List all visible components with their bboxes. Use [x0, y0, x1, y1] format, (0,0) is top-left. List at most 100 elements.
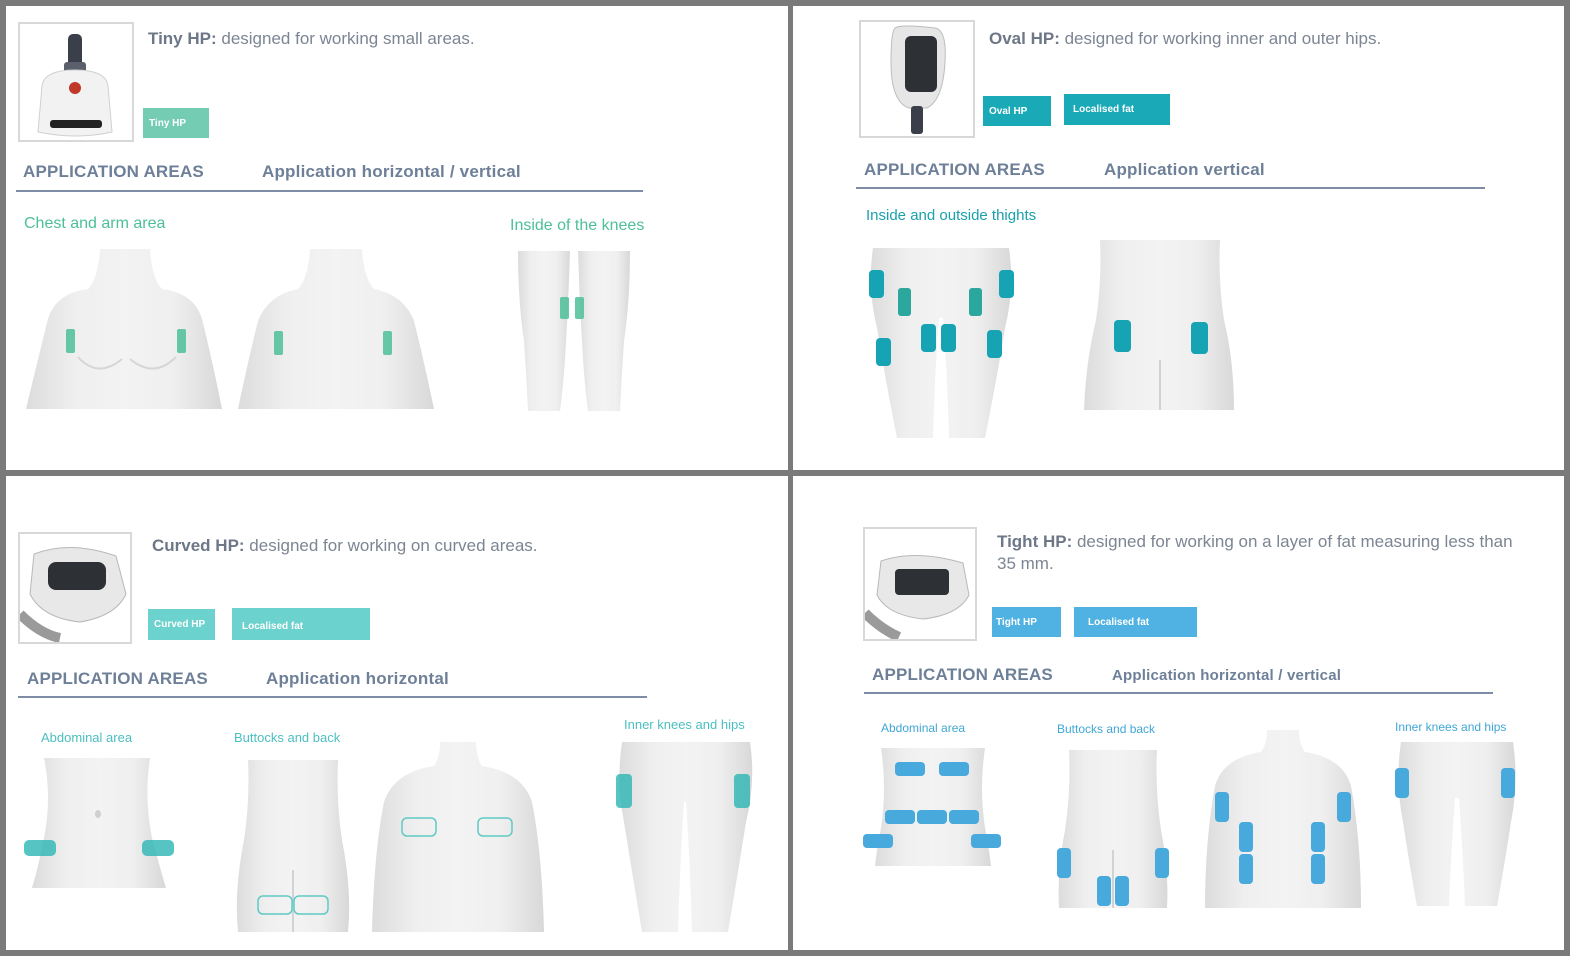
treatment-pad	[1239, 854, 1253, 884]
application-areas-heading: APPLICATION AREAS	[864, 160, 1045, 179]
product-name: Tight HP:	[997, 532, 1073, 551]
product-description: designed for working on a layer of fat m…	[997, 532, 1513, 573]
abdomen-figure	[20, 758, 180, 888]
treatment-pad	[383, 331, 392, 355]
product-name: Oval HP:	[989, 29, 1060, 48]
treatment-pad	[734, 774, 750, 808]
heading-rule	[18, 696, 647, 698]
tiny-handpiece-icon	[18, 22, 134, 142]
treatment-pad	[876, 338, 891, 366]
treatment-pad	[869, 270, 884, 298]
product-description: designed for working inner and outer hip…	[1059, 29, 1382, 48]
treatment-pad	[1337, 792, 1351, 822]
back-figure	[1205, 730, 1361, 908]
tag-oval-hp: Oval HP	[983, 96, 1051, 126]
treatment-pad	[1057, 848, 1071, 878]
treatment-pad	[1311, 854, 1325, 884]
treatment-pad	[895, 762, 925, 776]
treatment-pad	[999, 270, 1014, 298]
product-name: Tiny HP:	[148, 29, 217, 48]
hips-back-figure	[1084, 240, 1236, 410]
area-label-knees: Inside of the knees	[510, 217, 645, 234]
treatment-pad	[885, 810, 915, 824]
treatment-pad	[616, 774, 632, 808]
application-areas-heading: APPLICATION AREAS	[872, 665, 1053, 684]
tag-curved-hp: Curved HP	[148, 609, 215, 640]
treatment-pad	[274, 331, 283, 355]
tag-tight-hp: Tight HP	[992, 607, 1061, 637]
treatment-pad	[1215, 792, 1229, 822]
tight-handpiece-icon	[863, 527, 977, 641]
treatment-pad	[987, 330, 1002, 358]
area-label-abdominal: Abdominal area	[41, 730, 133, 745]
application-orientation: Application horizontal / vertical	[262, 162, 521, 181]
area-label-buttocks-back: Buttocks and back	[234, 730, 341, 745]
treatment-pad	[917, 810, 947, 824]
heading-rule	[856, 187, 1485, 189]
heading-rule	[864, 692, 1493, 694]
chest-front-figure	[26, 249, 226, 409]
buttocks-figure	[1055, 750, 1171, 908]
area-label-inner-knees-hips: Inner knees and hips	[624, 717, 745, 732]
area-label-abdominal: Abdominal area	[881, 721, 966, 735]
treatment-pad	[863, 834, 893, 848]
product-description: designed for working on curved areas.	[244, 536, 538, 555]
treatment-pad	[177, 329, 186, 353]
back-figure	[372, 742, 544, 932]
curved-hp-panel: Curved HP: designed for working on curve…	[6, 476, 788, 950]
tag-tiny-hp: Tiny HP	[143, 108, 209, 138]
product-title: Oval HP: designed for working inner and …	[989, 28, 1549, 50]
curved-handpiece-icon	[18, 532, 132, 644]
tag-localised-fat: Localised fat	[1074, 607, 1197, 637]
tight-hp-panel: Tight HP: designed for working on a laye…	[793, 476, 1564, 950]
treatment-pad	[921, 324, 936, 352]
hips-legs-figure	[614, 742, 756, 932]
treatment-pad	[1115, 876, 1129, 906]
treatment-pad	[293, 895, 329, 915]
product-description: designed for working small areas.	[216, 29, 475, 48]
area-label-chest-arm: Chest and arm area	[24, 215, 166, 232]
treatment-pad	[477, 817, 513, 837]
abdomen-figure	[863, 748, 1003, 866]
application-areas-heading: APPLICATION AREAS	[23, 162, 204, 181]
buttocks-figure	[234, 760, 352, 932]
treatment-pad	[401, 817, 437, 837]
area-label-inner-knees-hips: Inner knees and hips	[1395, 720, 1507, 734]
treatment-pad	[1155, 848, 1169, 878]
product-title: Tight HP: designed for working on a laye…	[997, 531, 1517, 575]
tag-localised-fat: Localised fat	[232, 608, 370, 640]
application-orientation: Application horizontal / vertical	[1112, 667, 1342, 684]
product-title: Curved HP: designed for working on curve…	[152, 535, 772, 557]
treatment-pad	[24, 840, 56, 856]
treatment-pad	[1097, 876, 1111, 906]
application-orientation: Application vertical	[1104, 160, 1265, 179]
heading-rule	[16, 190, 643, 192]
tag-localised-fat: Localised fat	[1064, 94, 1170, 125]
treatment-pad	[969, 288, 982, 316]
upper-back-figure	[238, 249, 434, 409]
treatment-pad	[971, 834, 1001, 848]
product-title: Tiny HP: designed for working small area…	[148, 28, 768, 50]
treatment-pad	[898, 288, 911, 316]
treatment-pad	[941, 324, 956, 352]
tiny-hp-panel: Tiny HP: designed for working small area…	[6, 6, 788, 470]
treatment-pad	[949, 810, 979, 824]
thighs-front-figure	[865, 248, 1017, 438]
area-label-thighs: Inside and outside thights	[866, 207, 1037, 224]
hips-legs-figure	[1395, 742, 1519, 906]
knees-figure	[514, 251, 634, 411]
treatment-pad	[257, 895, 293, 915]
product-name: Curved HP:	[152, 536, 245, 555]
oval-handpiece-icon	[859, 20, 975, 138]
treatment-pad	[1311, 822, 1325, 852]
application-orientation: Application horizontal	[266, 669, 449, 688]
treatment-pad	[575, 297, 584, 319]
oval-hp-panel: Oval HP: designed for working inner and …	[793, 6, 1564, 470]
treatment-pad	[1239, 822, 1253, 852]
treatment-pad	[939, 762, 969, 776]
application-areas-heading: APPLICATION AREAS	[27, 669, 208, 688]
area-label-buttocks-back: Buttocks and back	[1057, 722, 1156, 736]
treatment-pad	[560, 297, 569, 319]
treatment-pad	[1395, 768, 1409, 798]
treatment-pad	[1191, 322, 1208, 354]
